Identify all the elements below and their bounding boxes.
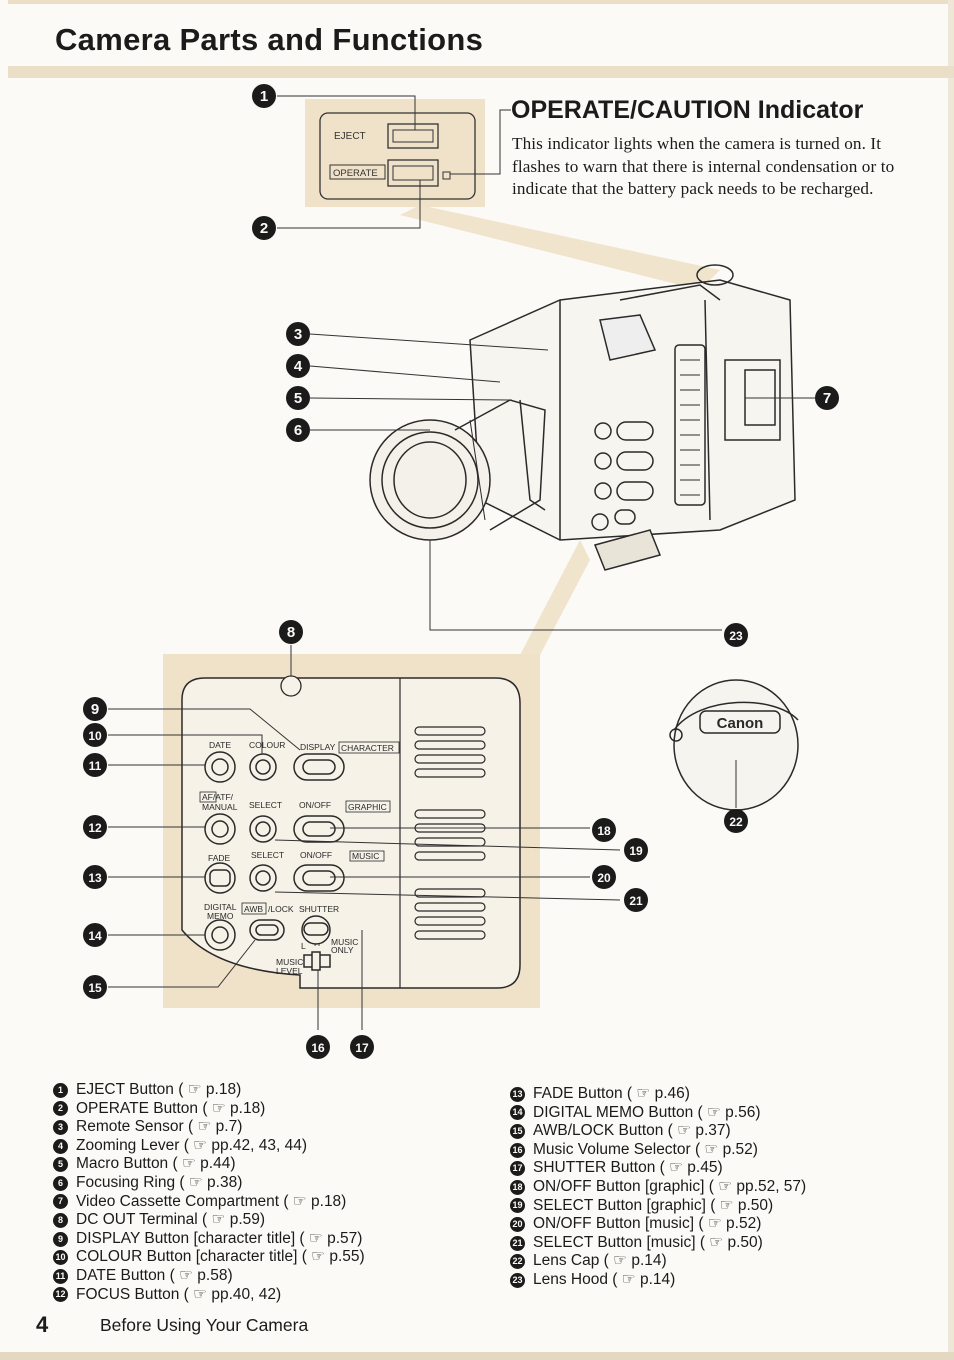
svg-text:LEVEL: LEVEL [276,966,303,976]
page-title: Camera Parts and Functions [55,22,484,57]
callout-18: 18 [597,824,611,838]
indicator-description: This indicator lights when the camera is… [512,134,895,198]
callout-22: 22 [729,815,743,829]
svg-text:DIGITAL: DIGITAL [204,902,237,912]
callout-10: 10 [88,729,102,743]
eject-button [387,123,439,149]
callout-3: 3 [294,326,302,343]
right-edge [948,0,954,1360]
svg-text:MANUAL: MANUAL [202,802,238,812]
page-number: 4 [36,1312,49,1337]
operate-label-box [329,164,386,180]
indicator-heading: OPERATE/CAUTION Indicator [511,96,864,124]
eject-label: EJECT [334,131,366,142]
svg-text:SELECT: SELECT [251,850,284,860]
operate-button [387,159,439,187]
callout-12: 12 [88,821,102,835]
callout-14: 14 [88,929,102,943]
camcorder-body [369,264,796,571]
callout-13: 13 [88,871,102,885]
svg-text:COLOUR: COLOUR [249,740,285,750]
svg-text:MUSIC: MUSIC [331,937,358,947]
beam-top [400,205,720,290]
camera-illustration: EJECT OPERATE [83,84,839,1059]
operate-lamp [442,171,451,180]
svg-text:ON/OFF: ON/OFF [299,800,331,810]
top-rule [8,0,954,4]
operate-button-inner [392,165,434,181]
svg-text:MEMO: MEMO [207,911,234,921]
callout-11: 11 [89,759,102,773]
bottom-rule [0,1352,954,1360]
callout-16: 16 [311,1041,325,1055]
callout-2: 2 [260,220,268,237]
callout-5: 5 [294,390,302,407]
page-footer: Before Using Your Camera [100,1315,309,1335]
lens-cap [669,679,799,811]
callout-23: 23 [729,629,743,643]
svg-text:ONLY: ONLY [331,945,354,955]
inset-top-frame [319,112,476,200]
inset-top-bg [305,99,485,207]
callout-15: 15 [88,981,102,995]
svg-text:DATE: DATE [209,740,231,750]
svg-text:AWB: AWB [244,904,263,914]
svg-text:SHUTTER: SHUTTER [299,904,339,914]
dc-out-terminal [280,675,302,697]
svg-text:FADE: FADE [208,853,231,863]
callout-7: 7 [823,390,831,407]
svg-text:AF/ATF/: AF/ATF/ [202,792,234,802]
vent-slots [414,726,486,940]
title-band [8,66,954,78]
eject-button-inner [392,129,434,143]
callout-4: 4 [294,358,303,375]
svg-text:GRAPHIC: GRAPHIC [348,802,387,812]
panel-buttons [204,751,345,971]
lens-cap-logo: Canon [717,715,764,732]
svg-text:DISPLAY: DISPLAY [300,742,336,752]
callout-8: 8 [287,624,295,641]
callout-19: 19 [629,844,643,858]
svg-text:MUSIC: MUSIC [352,851,379,861]
beam-bottom [520,540,590,655]
svg-text:/LOCK: /LOCK [268,904,294,914]
operate-label: OPERATE [333,168,378,179]
svg-text:L: L [301,941,306,951]
svg-text:ON/OFF: ON/OFF [300,850,332,860]
svg-text:SELECT: SELECT [249,800,282,810]
callout-17: 17 [355,1041,369,1055]
svg-text:CHARACTER: CHARACTER [341,743,394,753]
svg-text:MUSIC: MUSIC [276,957,303,967]
callout-6: 6 [294,422,302,439]
callout-20: 20 [597,871,611,885]
callout-9: 9 [91,701,99,718]
callout-21: 21 [629,894,643,908]
callout-1: 1 [260,88,268,105]
